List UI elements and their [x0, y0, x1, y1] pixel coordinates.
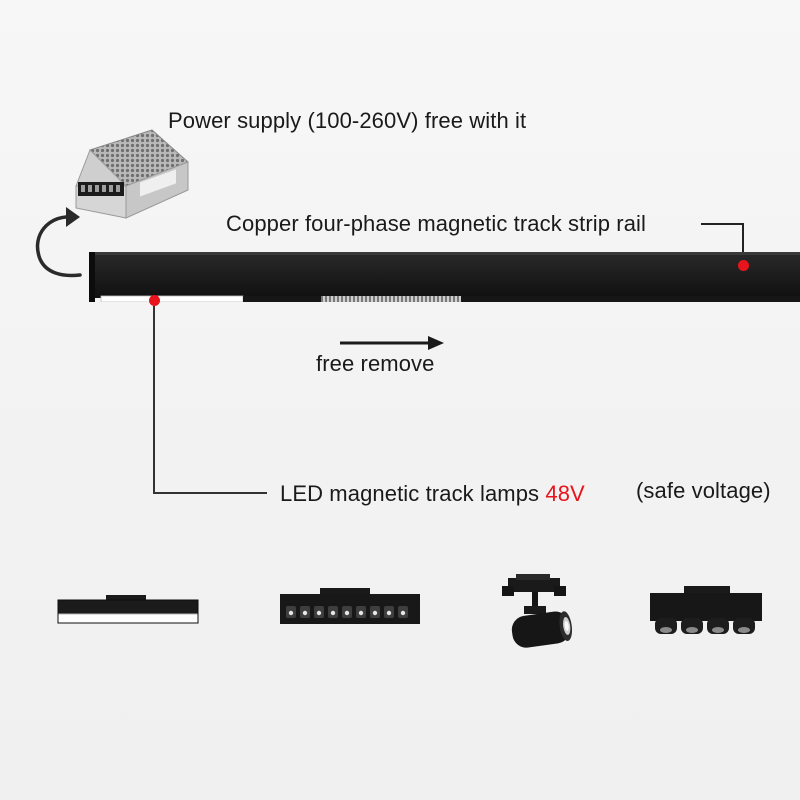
- lamp-leader-vertical: [153, 306, 155, 494]
- rail-leader-vertical: [742, 223, 744, 266]
- grille-spotlight-lamp: [278, 586, 422, 628]
- four-head-grille-lamp: [646, 584, 766, 640]
- free-remove-label: free remove: [316, 351, 435, 376]
- track-rail: [89, 252, 800, 302]
- rail-leader-horizontal: [701, 223, 744, 225]
- lamps-voltage: 48V: [545, 481, 585, 506]
- safe-voltage-label: (safe voltage): [636, 478, 771, 503]
- spotlight-lamp: [498, 568, 580, 656]
- lamps-label-text: LED magnetic track lamps: [280, 481, 546, 506]
- curved-arrow-icon: [22, 205, 92, 285]
- lamp-leader-horizontal: [153, 492, 267, 494]
- lamp-marker-dot: [149, 295, 160, 306]
- linear-floodlight-lamp: [56, 592, 200, 628]
- power-supply-label: Power supply (100-260V) free with it: [168, 108, 527, 133]
- rail-label: Copper four-phase magnetic track strip r…: [226, 211, 647, 236]
- rail-marker-dot: [738, 260, 749, 271]
- power-supply-image: [70, 128, 190, 224]
- lamps-label: LED magnetic track lamps 48V: [280, 481, 585, 507]
- right-arrow-icon: [340, 335, 446, 351]
